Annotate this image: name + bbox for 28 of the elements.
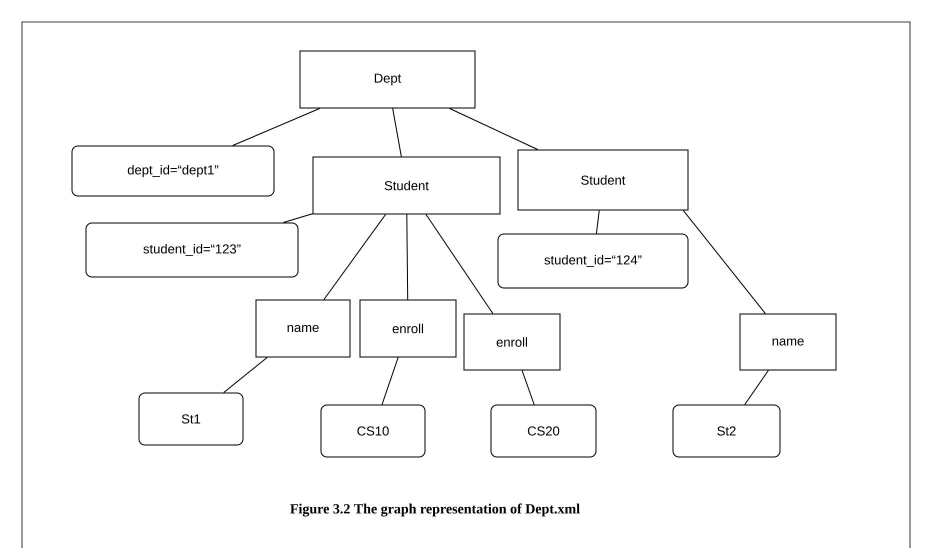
element-box: name (740, 314, 836, 370)
connector-line (682, 210, 766, 314)
value-box: student_id=“124” (498, 234, 688, 288)
element-box: Dept (300, 50, 476, 108)
element-box: Student (312, 156, 500, 214)
connector-line (449, 108, 538, 150)
figure-caption: Figure 3.2 The graph representation of Dept.xml (290, 504, 580, 516)
connector-line (522, 370, 535, 405)
value-box: dept_id=“dept1” (72, 146, 274, 196)
element-box: name (256, 300, 350, 358)
connector-line (382, 357, 399, 405)
value-box: St1 (138, 392, 244, 446)
value-box: student_id=“123” (86, 222, 298, 278)
value-box: St2 (672, 404, 780, 458)
connector-line (406, 214, 408, 300)
connector-line (596, 210, 600, 234)
value-box: CS10 (320, 404, 426, 458)
connector-line (323, 214, 386, 300)
element-box: enroll (360, 300, 456, 358)
connector-line (223, 357, 268, 393)
connector-line (426, 214, 494, 314)
connector-line (744, 370, 769, 405)
connector-line (232, 108, 320, 146)
element-box: enroll (464, 314, 560, 370)
connector-line (392, 108, 402, 157)
connector-line (282, 213, 313, 223)
value-box: CS20 (490, 404, 596, 458)
element-box: Student (518, 150, 688, 210)
